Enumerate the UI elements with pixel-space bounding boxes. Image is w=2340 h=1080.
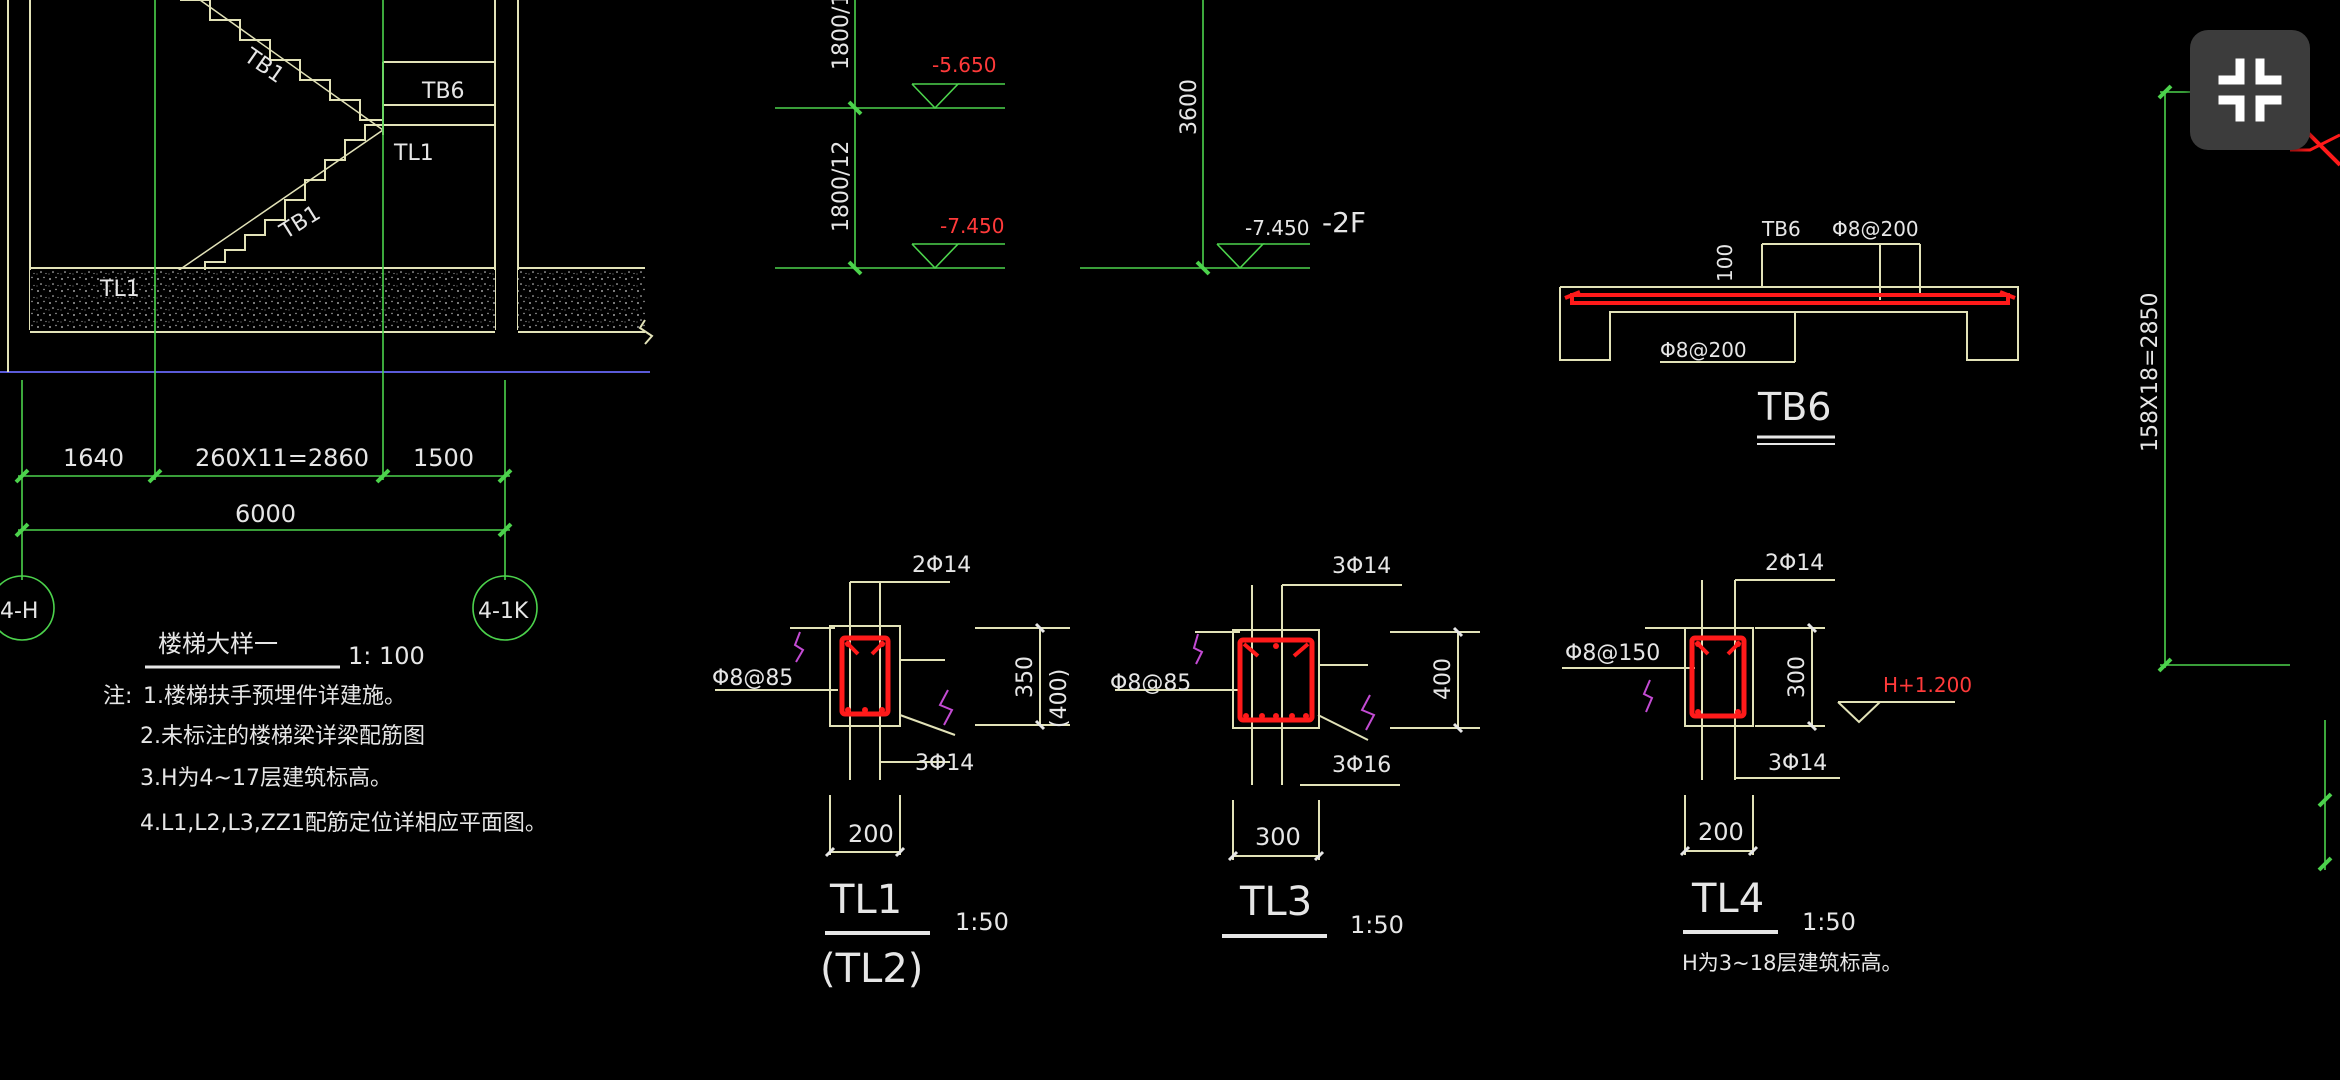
- tb6-labels: TB6 Φ8@200 100 Φ8@200 TB6: [1660, 217, 1919, 429]
- axis-label-right: 4-1K: [478, 599, 529, 624]
- dim-ticks: [14, 468, 513, 538]
- elev-7450-right: -7.450: [1245, 216, 1309, 240]
- tl1-height: 350: [1013, 656, 1038, 698]
- tl4-top-bar: 2Φ14: [1765, 551, 1824, 576]
- dim-2860: 260X11=2860: [195, 444, 369, 472]
- ground-slab-right: [518, 270, 645, 330]
- exit-fullscreen-icon: [2218, 58, 2282, 122]
- dim-3600: 3600: [1177, 79, 1202, 135]
- beam-tl3: 3Φ14 Φ8@85 3Φ16 400 300 TL3 1:50: [1110, 554, 1480, 939]
- tl1-title: TL1: [829, 877, 902, 923]
- beam-tl1: 2Φ14 Φ8@85 3Φ14 350 (400) 200 TL1 (TL2) …: [712, 553, 1072, 992]
- tl3-stirrup: Φ8@85: [1110, 671, 1191, 696]
- tb6-bar-top: Φ8@200: [1832, 217, 1919, 241]
- stair-labels: TB1 TB6 TL1 TB1 TL1 1640 260X11=2860 150…: [0, 43, 529, 670]
- note-2: 2.未标注的楼梯梁详梁配筋图: [140, 724, 425, 749]
- axis-label-left: 4-H: [0, 599, 38, 624]
- tl1-top-bar: 2Φ14: [912, 553, 971, 578]
- tl3-width: 300: [1255, 823, 1301, 851]
- tl1-width: 200: [848, 820, 894, 848]
- right-edge-elements: 158X18=2850: [2138, 84, 2340, 872]
- section-ticks: [847, 100, 1211, 276]
- tl4-stirrup: Φ8@150: [1565, 641, 1660, 666]
- exit-fullscreen-button[interactable]: [2190, 30, 2310, 150]
- beam-tl4: 2Φ14 Φ8@150 3Φ14 300 200 H+1.200 TL4 1:5…: [1562, 551, 1972, 975]
- tl3-scale: 1:50: [1350, 911, 1404, 939]
- floor-label: -2F: [1322, 206, 1366, 239]
- tl1-bottom-bar: 3Φ14: [915, 751, 974, 776]
- tl1-scale: 1:50: [955, 908, 1009, 936]
- section-labels: 1800/1 1800/12 3600 -5.650 -7.450 -7.450…: [829, 0, 1366, 240]
- stair-title: 楼梯大样一: [158, 630, 278, 658]
- tl4-scale: 1:50: [1802, 908, 1856, 936]
- label-tb6: TB6: [421, 79, 465, 104]
- tl3-title: TL3: [1239, 879, 1312, 925]
- ground-slab: [30, 270, 495, 330]
- tl4-width: 200: [1698, 818, 1744, 846]
- dim-1640: 1640: [63, 444, 124, 472]
- note-3: 3.H为4~17层建筑标高。: [140, 766, 392, 791]
- tb6-label: TB6: [1761, 217, 1801, 241]
- tl4-height: 300: [1785, 656, 1810, 698]
- tl3-height: 400: [1431, 658, 1456, 700]
- dim-1800-12: 1800/12: [829, 141, 854, 232]
- tl3-top-bar: 3Φ14: [1332, 554, 1391, 579]
- tl4-note: H为3~18层建筑标高。: [1682, 951, 1902, 975]
- tl1-alt-title: (TL2): [820, 946, 923, 992]
- right-dim-2850: 158X18=2850: [2138, 293, 2163, 452]
- tl1-stirrup: Φ8@85: [712, 666, 793, 691]
- notes-lead: 注:: [103, 684, 132, 709]
- tl4-bottom-bar: 3Φ14: [1768, 751, 1827, 776]
- label-tl1-base: TL1: [99, 277, 140, 302]
- tb6-dim-100: 100: [1713, 244, 1737, 282]
- elev-7450-left: -7.450: [940, 214, 1004, 238]
- elev-5650: -5.650: [932, 53, 996, 77]
- dim-6000: 6000: [235, 500, 296, 528]
- tb6-slab: [1559, 243, 2019, 363]
- tb6-title: TB6: [1757, 385, 1831, 429]
- tl4-title: TL4: [1691, 876, 1764, 922]
- dim-1800-top: 1800/1: [829, 0, 854, 70]
- note-4: 4.L1,L2,L3,ZZ1配筋定位详相应平面图。: [140, 811, 547, 836]
- note-1: 1.楼梯扶手预埋件详建施。: [143, 684, 406, 709]
- label-tb1-bottom: TB1: [275, 201, 325, 245]
- dim-1500: 1500: [413, 444, 474, 472]
- grid-lines: [0, 0, 538, 641]
- tb6-bar-bottom: Φ8@200: [1660, 338, 1747, 362]
- tl1-height-alt: (400): [1047, 669, 1072, 728]
- tl4-elev: H+1.200: [1883, 673, 1972, 697]
- section-lines: [775, 0, 1310, 270]
- slab-outline: [30, 319, 654, 345]
- stair-scale: 1: 100: [348, 642, 425, 670]
- label-tb1-top: TB1: [238, 43, 288, 88]
- label-tl1-mid: TL1: [393, 141, 434, 166]
- tl3-bottom-bar: 3Φ16: [1332, 753, 1391, 778]
- tb6-rebar: [1564, 290, 2016, 305]
- notes: 注: 1.楼梯扶手预埋件详建施。 2.未标注的楼梯梁详梁配筋图 3.H为4~17…: [103, 684, 547, 836]
